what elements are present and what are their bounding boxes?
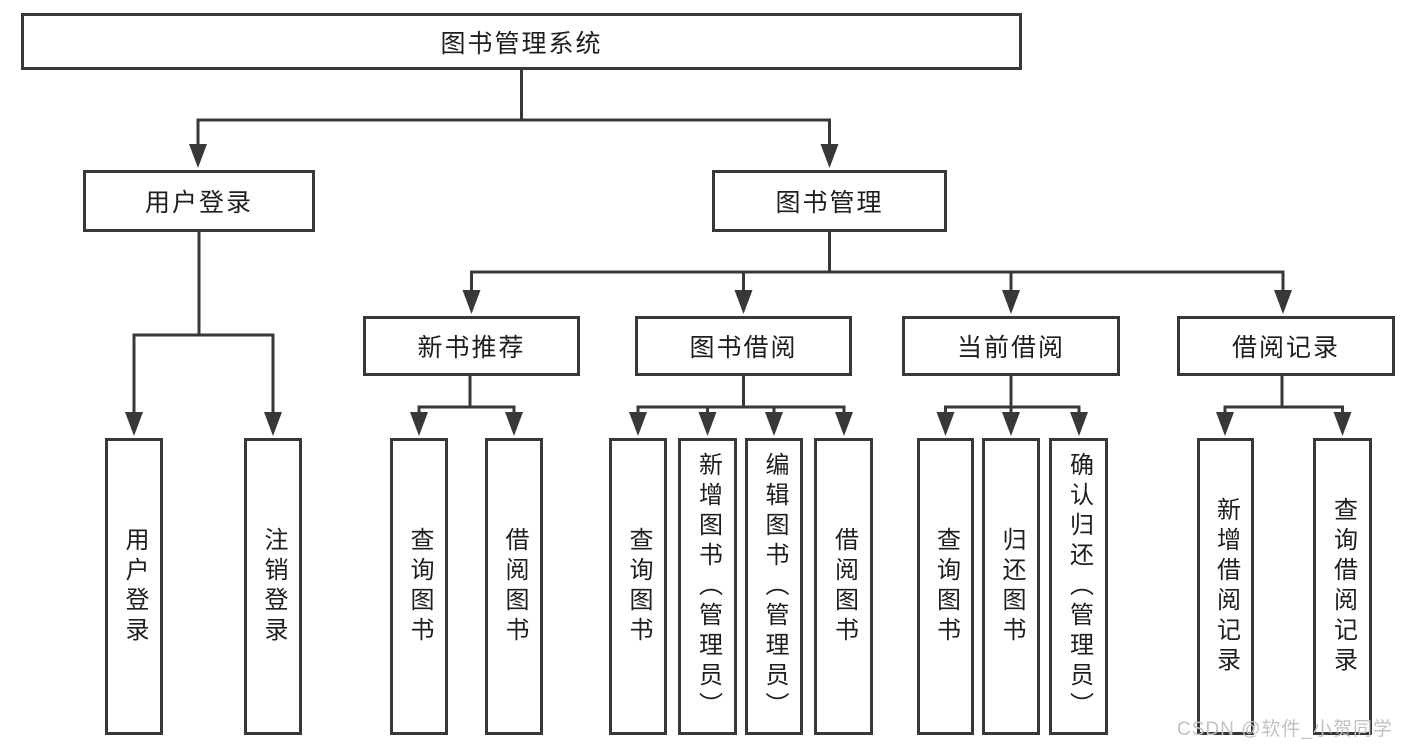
leaf-borrowing-query-books: 查询图书 <box>609 438 667 735</box>
leaf-records-query-record: 查询借阅记录 <box>1313 438 1372 735</box>
leaf-current-query-books: 查询图书 <box>917 438 974 735</box>
node-library-management-system: 图书管理系统 <box>21 13 1022 70</box>
leaf-logout: 注销登录 <box>244 438 302 735</box>
leaf-current-return-books: 归还图书 <box>982 438 1040 735</box>
node-book-management: 图书管理 <box>712 170 947 232</box>
watermark: CSDN @软件_小贺同学 <box>1177 719 1393 740</box>
leaf-records-add-record: 新增借阅记录 <box>1197 438 1254 735</box>
arrowheads <box>125 144 1352 436</box>
leaf-borrowing-edit-books-admin: 编辑图书（管理员） <box>745 438 803 735</box>
leaf-borrowing-add-books-admin: 新增图书（管理员） <box>678 438 737 735</box>
leaf-recommend-borrow-books: 借阅图书 <box>485 438 543 735</box>
leaf-current-confirm-return-admin: 确认归还（管理员） <box>1049 438 1108 735</box>
leaf-recommend-query-books: 查询图书 <box>390 438 448 735</box>
node-book-borrowing: 图书借阅 <box>635 316 852 376</box>
leaf-borrowing-borrow-books: 借阅图书 <box>814 438 873 735</box>
node-current-borrowing: 当前借阅 <box>902 316 1120 376</box>
node-user-login: 用户登录 <box>83 170 315 232</box>
node-new-book-recommend: 新书推荐 <box>363 316 580 376</box>
node-borrowing-records: 借阅记录 <box>1177 316 1395 376</box>
leaf-user-login: 用户登录 <box>105 438 163 735</box>
